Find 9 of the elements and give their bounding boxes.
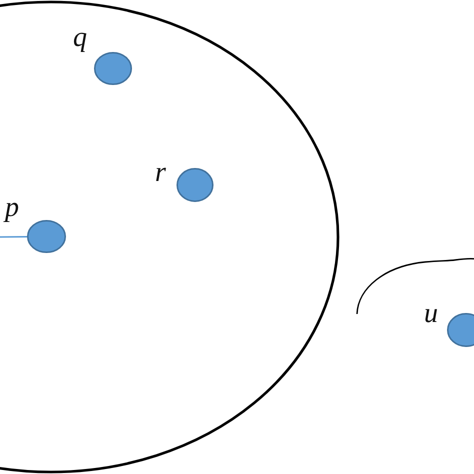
point-label: q: [73, 24, 87, 52]
point-dot: [93, 51, 133, 86]
point-label: r: [155, 159, 166, 187]
connector-line: [0, 236, 27, 238]
point-dot: [175, 167, 215, 203]
point-dot: [26, 219, 67, 254]
ellipse-boundary: [0, 0, 341, 474]
point-label: u: [424, 300, 438, 328]
point-label: p: [5, 194, 19, 222]
